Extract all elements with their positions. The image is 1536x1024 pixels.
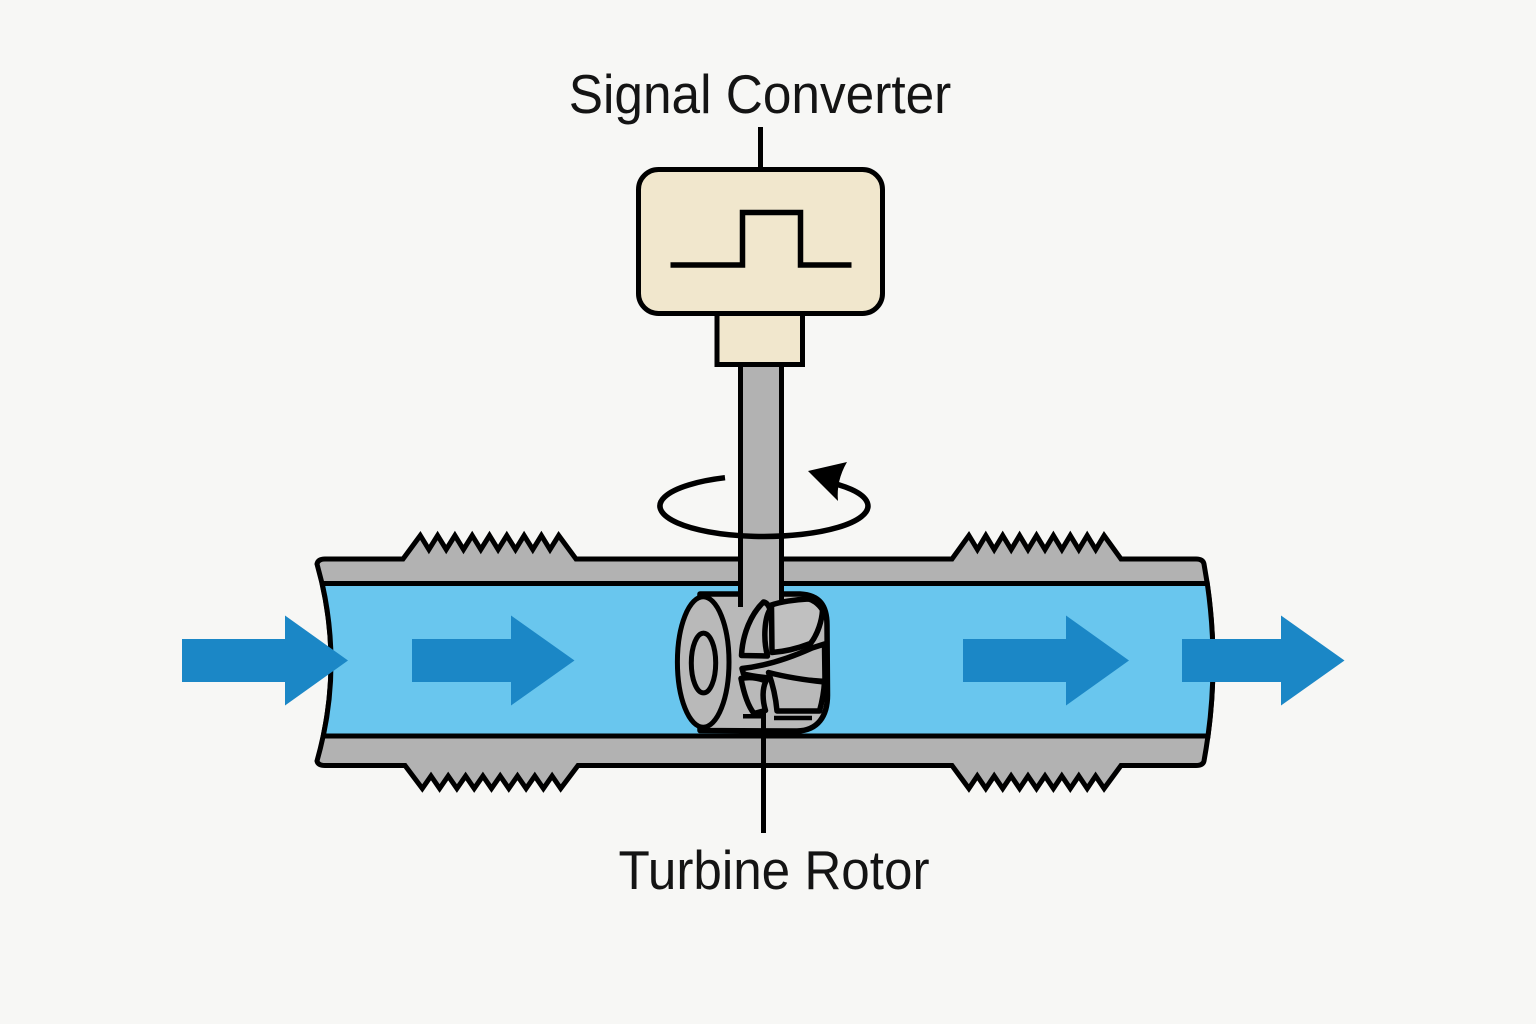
svg-text:Signal Converter: Signal Converter bbox=[569, 63, 952, 125]
svg-text:Turbine Rotor: Turbine Rotor bbox=[619, 839, 930, 901]
